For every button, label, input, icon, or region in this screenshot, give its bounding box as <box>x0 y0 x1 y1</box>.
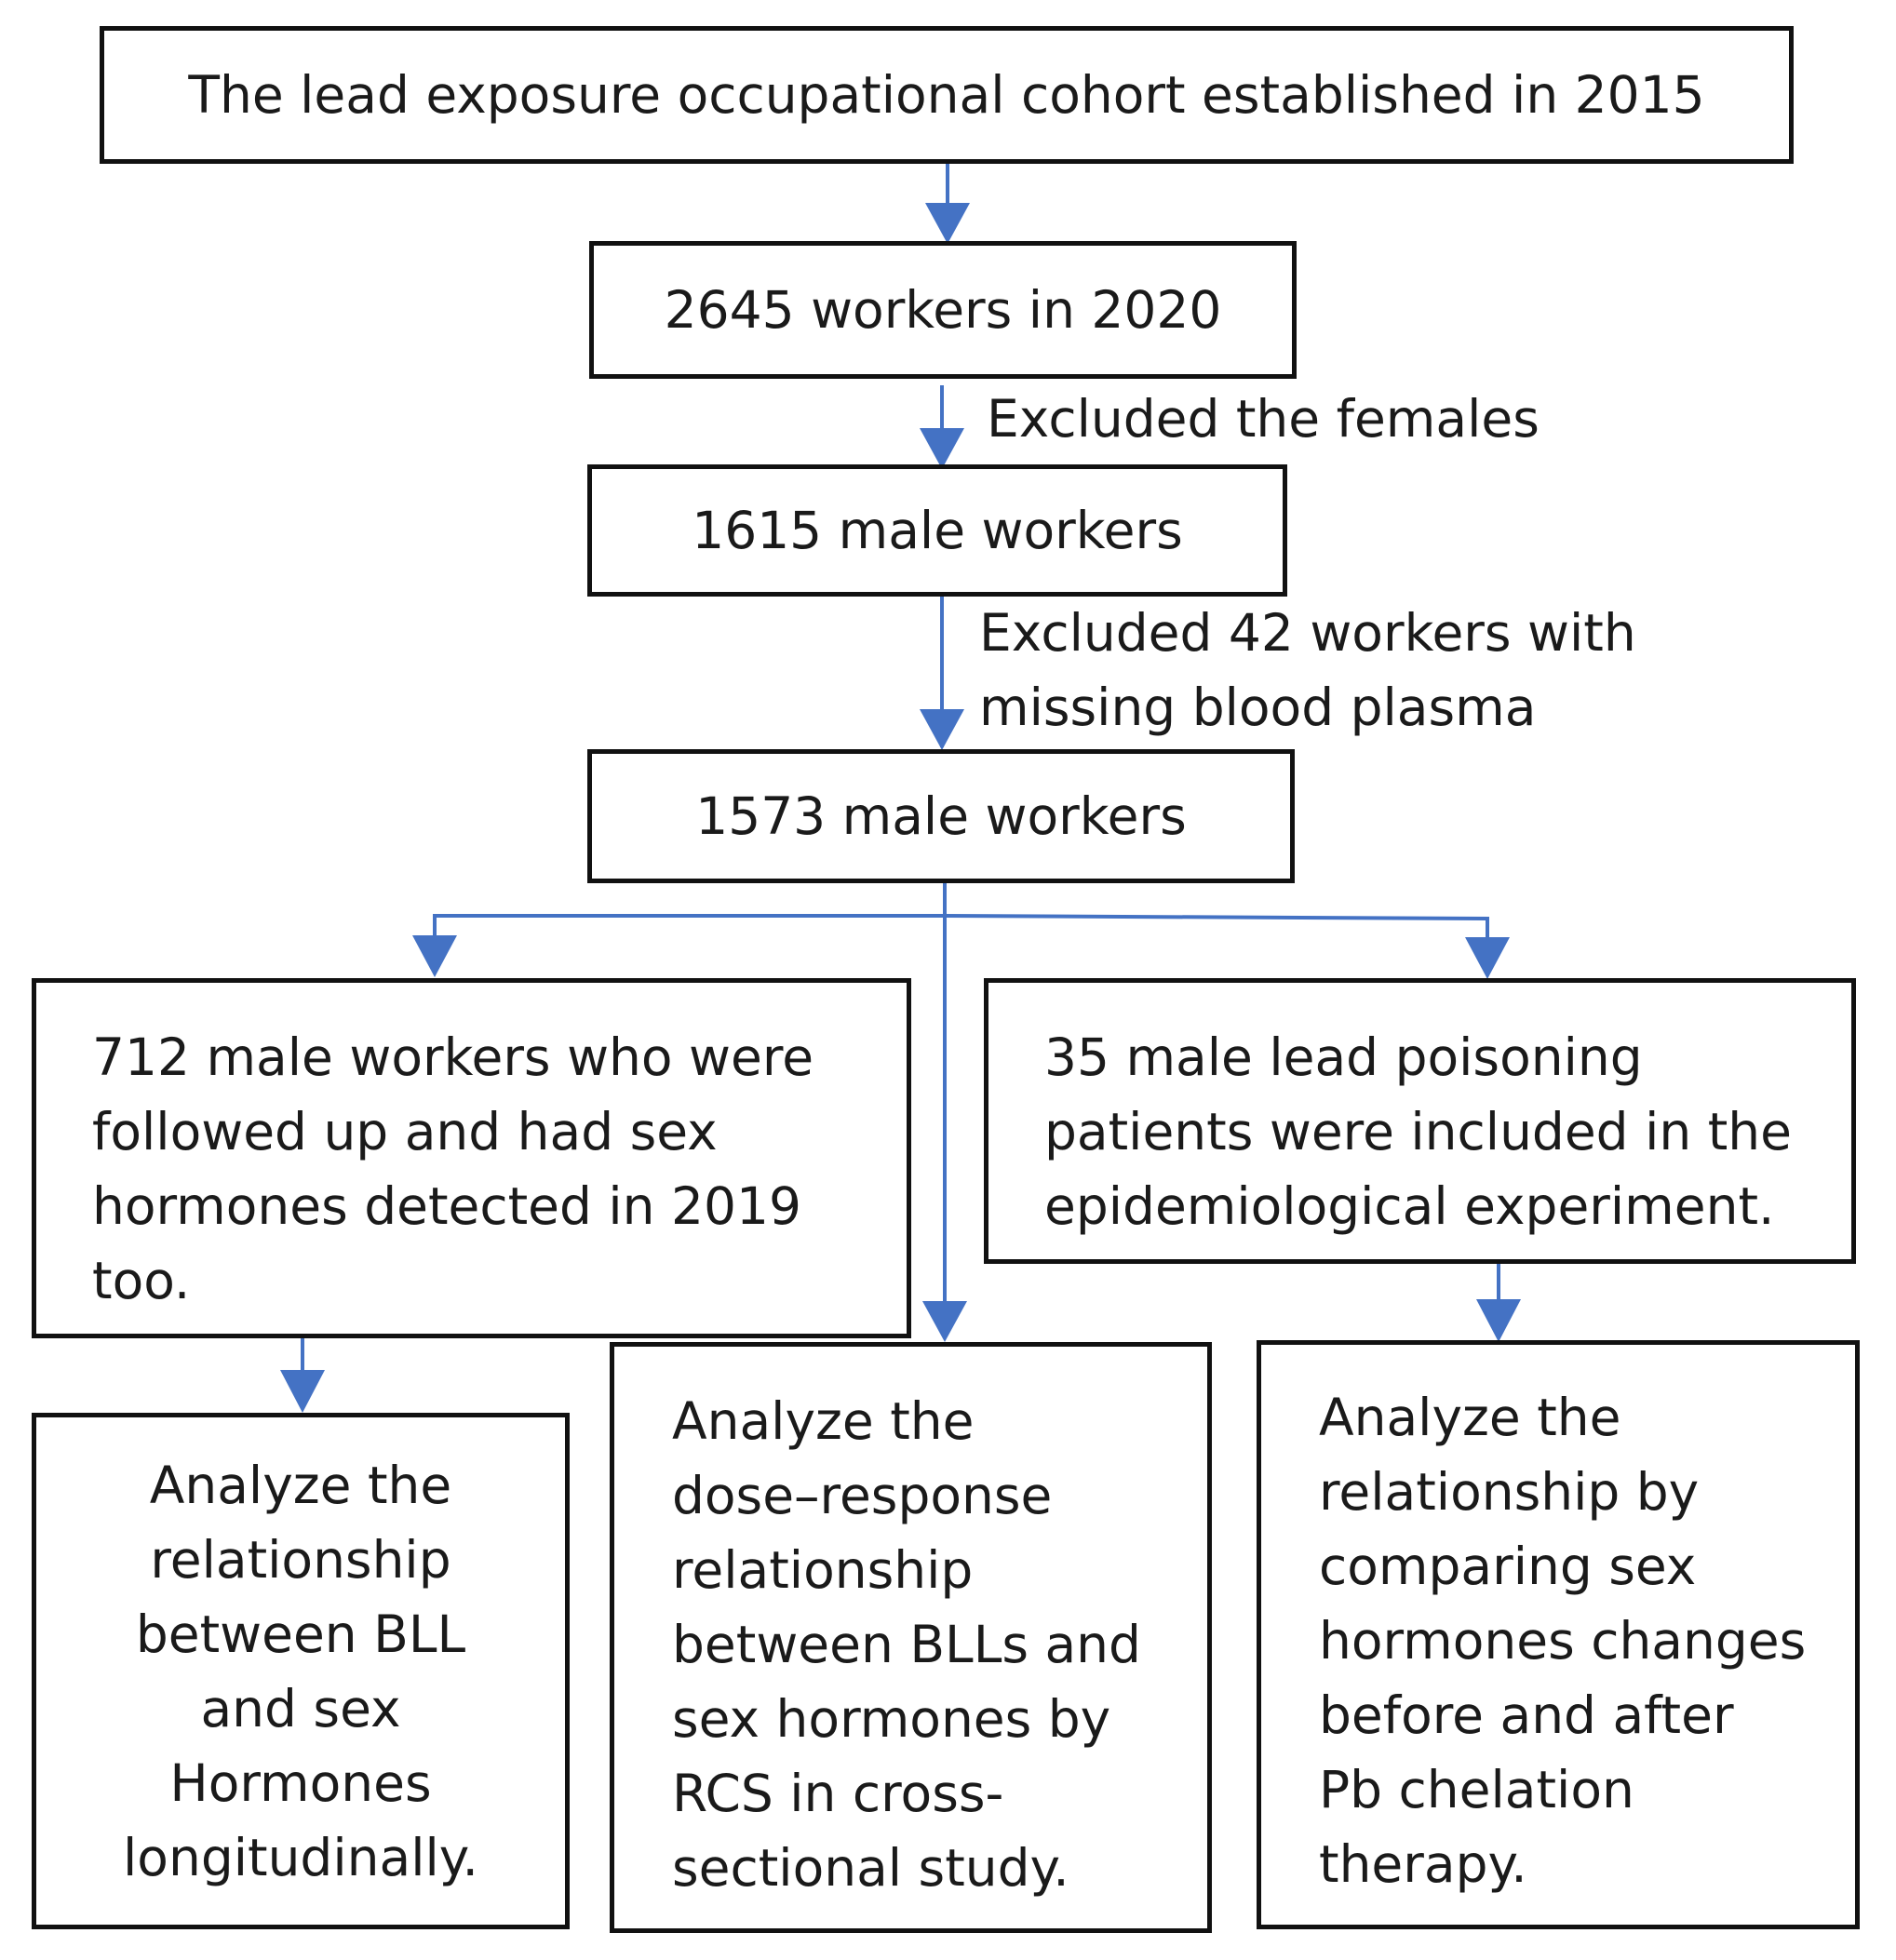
arrowhead-to-cross-sectional <box>922 1301 967 1342</box>
node-male-1615-line: 1615 male workers <box>692 501 1183 560</box>
node-chelation-line-3: comparing sex <box>1319 1537 1697 1596</box>
node-poisoning-35-text: 35 male lead poisoning patients were inc… <box>1044 1020 1851 1243</box>
node-male-1573-text: 1573 male workers <box>695 779 1187 853</box>
node-workers-2020-text: 2645 workers in 2020 <box>665 273 1222 347</box>
node-cross-sectional-text: Analyze the dose–response relationship b… <box>672 1384 1207 1905</box>
edge-label-exclude-females-line: Excluded the females <box>987 389 1540 449</box>
arrowhead-workers-2020-to-male-1615 <box>920 428 964 469</box>
node-chelation-line-5: before and after <box>1319 1685 1734 1745</box>
node-longitudinal-line-3: between BLL <box>135 1604 466 1664</box>
node-cross-sectional-line-4: between BLLs and <box>672 1615 1141 1674</box>
node-cross-sectional-line-7: sectional study. <box>672 1838 1069 1898</box>
arrowhead-to-followed-712 <box>412 935 457 977</box>
node-followed-712-line-4: too. <box>92 1251 191 1310</box>
node-followed-712-line-2: followed up and had sex <box>92 1102 718 1161</box>
node-longitudinal-line-2: relationship <box>150 1529 451 1590</box>
arrowhead-poisoning-35-to-chelation <box>1476 1299 1521 1342</box>
node-chelation-line-1: Analyze the <box>1319 1388 1621 1447</box>
node-cohort-line: The lead exposure occupational cohort es… <box>188 65 1705 125</box>
arrowhead-followed-712-to-longitudinal <box>280 1370 325 1413</box>
node-longitudinal-line-4: and sex <box>200 1678 401 1738</box>
arrowhead-cohort-to-workers-2020 <box>925 203 970 244</box>
edge-label-exclude-females: Excluded the females <box>987 382 1540 456</box>
node-longitudinal-line-5: Hormones <box>169 1752 432 1813</box>
branch-horizontal <box>433 914 1489 959</box>
edge-label-exclude-missing-line-1: Excluded 42 workers with <box>979 603 1636 663</box>
node-followed-712: 712 male workers who were followed up an… <box>32 978 911 1338</box>
node-male-1573: 1573 male workers <box>587 749 1295 883</box>
node-cross-sectional-line-6: RCS in cross- <box>672 1764 1004 1823</box>
node-poisoning-35-line-3: epidemiological experiment. <box>1044 1176 1775 1236</box>
node-longitudinal: Analyze the relationship between BLL and… <box>32 1413 570 1929</box>
node-cross-sectional-line-1: Analyze the <box>672 1391 975 1451</box>
node-followed-712-text: 712 male workers who were followed up an… <box>92 1020 907 1318</box>
node-male-1615-text: 1615 male workers <box>692 493 1183 568</box>
node-workers-2020: 2645 workers in 2020 <box>589 241 1297 379</box>
node-cross-sectional: Analyze the dose–response relationship b… <box>610 1342 1212 1933</box>
arrowhead-to-poisoning-35 <box>1465 937 1510 979</box>
node-cross-sectional-line-2: dose–response <box>672 1466 1053 1525</box>
node-poisoning-35-line-2: patients were included in the <box>1044 1102 1792 1161</box>
node-chelation-line-7: therapy. <box>1319 1834 1527 1894</box>
node-cross-sectional-line-5: sex hormones by <box>672 1689 1111 1749</box>
edge-label-exclude-missing: Excluded 42 workers with missing blood p… <box>979 596 1636 745</box>
node-male-1573-line: 1573 male workers <box>695 786 1187 846</box>
node-longitudinal-line-1: Analyze the <box>149 1455 452 1515</box>
node-chelation-line-4: hormones changes <box>1319 1611 1807 1671</box>
node-cohort-text: The lead exposure occupational cohort es… <box>188 58 1704 132</box>
node-workers-2020-line: 2645 workers in 2020 <box>664 280 1222 340</box>
node-male-1615: 1615 male workers <box>587 464 1287 597</box>
node-longitudinal-text: Analyze the relationship between BLL and… <box>123 1448 478 1895</box>
node-chelation-text: Analyze the relationship by comparing se… <box>1319 1380 1855 1901</box>
arrowhead-male-1615-to-male-1573 <box>920 709 964 750</box>
node-chelation-line-6: Pb chelation <box>1319 1760 1634 1819</box>
node-cohort: The lead exposure occupational cohort es… <box>100 26 1794 164</box>
node-poisoning-35-line-1: 35 male lead poisoning <box>1044 1027 1643 1087</box>
node-longitudinal-line-6: longitudinally. <box>123 1827 478 1887</box>
edge-label-exclude-missing-line-2: missing blood plasma <box>979 678 1537 737</box>
node-followed-712-line-3: hormones detected in 2019 <box>92 1176 801 1236</box>
node-chelation-line-2: relationship by <box>1319 1462 1700 1522</box>
node-cross-sectional-line-3: relationship <box>672 1540 974 1600</box>
node-followed-712-line-1: 712 male workers who were <box>92 1027 814 1087</box>
node-chelation: Analyze the relationship by comparing se… <box>1257 1340 1860 1929</box>
node-poisoning-35: 35 male lead poisoning patients were inc… <box>984 978 1856 1264</box>
